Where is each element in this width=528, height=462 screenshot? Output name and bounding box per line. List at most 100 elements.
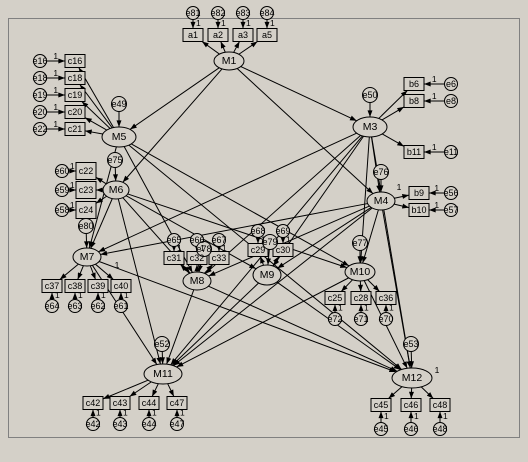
error-label: e19 xyxy=(32,90,47,100)
error-label: e56 xyxy=(443,188,458,198)
latent-label: M6 xyxy=(109,184,124,196)
observed-label: c32 xyxy=(190,253,205,263)
error-weight-label: 1 xyxy=(384,411,389,421)
observed-label: c46 xyxy=(404,400,419,410)
observed-label: c47 xyxy=(170,398,185,408)
error-label: e11 xyxy=(444,147,458,157)
error-label: e44 xyxy=(141,419,156,429)
error-label: e63 xyxy=(67,301,82,311)
error-label: e67 xyxy=(211,235,226,245)
latent-label: M12 xyxy=(402,372,423,384)
disturbance-label: e53 xyxy=(403,339,418,349)
error-label: e61 xyxy=(113,301,128,311)
observed-label: c40 xyxy=(114,281,129,291)
observed-label: c19 xyxy=(68,90,83,100)
error-weight-label: 1 xyxy=(270,18,275,28)
error-label: e43 xyxy=(112,419,127,429)
error-label: e72 xyxy=(327,314,342,324)
observed-label: c28 xyxy=(354,293,369,303)
error-label: e62 xyxy=(90,301,105,311)
observed-label: c30 xyxy=(276,245,291,255)
latent-label: M5 xyxy=(112,131,127,143)
observed-label: a3 xyxy=(238,30,248,40)
error-label: e65 xyxy=(166,235,181,245)
error-weight-label: 1 xyxy=(246,18,251,28)
error-label: e57 xyxy=(443,205,458,215)
observed-label: c21 xyxy=(68,124,83,134)
error-label: e59 xyxy=(54,185,69,195)
error-weight-label: 1 xyxy=(123,408,128,418)
error-weight-label: 1 xyxy=(414,411,419,421)
error-weight-label: 1 xyxy=(389,303,394,313)
error-weight-label: 1 xyxy=(53,51,58,61)
loading-weight-label: 1 xyxy=(397,182,402,192)
observed-label: c48 xyxy=(433,400,448,410)
error-label: e45 xyxy=(373,424,388,434)
disturbance-label: e49 xyxy=(111,99,126,109)
latent-label: M11 xyxy=(153,368,173,380)
latent-label: M4 xyxy=(374,195,389,207)
observed-label: b8 xyxy=(409,96,419,106)
observed-label: c18 xyxy=(68,73,83,83)
observed-label: c24 xyxy=(79,205,94,215)
disturbance-label: e52 xyxy=(154,339,169,349)
error-weight-label: 1 xyxy=(78,290,83,300)
disturbance-label: e79 xyxy=(262,237,277,247)
error-label: e18 xyxy=(32,73,47,83)
error-weight-label: 1 xyxy=(70,200,75,210)
error-label: e81 xyxy=(185,8,200,18)
error-weight-label: 1 xyxy=(70,161,75,171)
error-label: e84 xyxy=(259,8,274,18)
error-label: e16 xyxy=(32,56,47,66)
error-label: e8 xyxy=(446,96,456,106)
error-weight-label: 1 xyxy=(338,303,343,313)
observed-label: b11 xyxy=(407,147,421,157)
observed-label: c25 xyxy=(328,293,343,303)
disturbance-arrow-e80 xyxy=(86,232,87,248)
disturbance-label: e80 xyxy=(78,221,93,231)
error-label: e20 xyxy=(32,107,47,117)
latent-label: M9 xyxy=(260,269,275,281)
error-label: e6 xyxy=(446,79,456,89)
error-weight-label: 1 xyxy=(180,408,185,418)
disturbance-label: e76 xyxy=(373,167,388,177)
error-weight-label: 1 xyxy=(53,85,58,95)
latent-label: M7 xyxy=(80,251,95,263)
error-weight-label: 1 xyxy=(432,74,437,84)
observed-label: c43 xyxy=(113,398,128,408)
error-weight-label: 1 xyxy=(434,200,439,210)
observed-label: c23 xyxy=(79,185,94,195)
observed-label: c45 xyxy=(374,400,389,410)
error-weight-label: 1 xyxy=(53,102,58,112)
error-label: e64 xyxy=(44,301,59,311)
error-weight-label: 1 xyxy=(55,290,60,300)
error-weight-label: 1 xyxy=(101,290,106,300)
latent-label: M3 xyxy=(363,121,378,133)
observed-label: c37 xyxy=(45,281,60,291)
observed-label: a5 xyxy=(262,30,272,40)
observed-label: c42 xyxy=(86,398,101,408)
observed-label: a1 xyxy=(188,30,198,40)
latent-label: M8 xyxy=(190,275,205,287)
observed-label: c20 xyxy=(68,107,83,117)
observed-label: c16 xyxy=(68,56,83,66)
error-weight-label: 1 xyxy=(196,18,201,28)
error-label: e22 xyxy=(32,124,47,134)
observed-label: c36 xyxy=(379,293,394,303)
observed-label: b6 xyxy=(409,79,419,89)
error-label: e58 xyxy=(54,205,69,215)
error-label: e68 xyxy=(250,226,265,236)
disturbance-label: e78 xyxy=(196,244,211,254)
error-label: e46 xyxy=(403,424,418,434)
observed-label: a2 xyxy=(213,30,223,40)
error-weight-label: 1 xyxy=(53,68,58,78)
error-label: e82 xyxy=(210,8,225,18)
error-weight-label: 1 xyxy=(286,235,291,245)
error-label: e70 xyxy=(378,314,393,324)
observed-label: c44 xyxy=(142,398,157,408)
error-weight-label: 1 xyxy=(364,303,369,313)
error-weight-label: 1 xyxy=(434,183,439,193)
error-weight-label: 1 xyxy=(443,411,448,421)
error-weight-label: 1 xyxy=(152,408,157,418)
disturbance-arrow-e53 xyxy=(411,350,412,368)
